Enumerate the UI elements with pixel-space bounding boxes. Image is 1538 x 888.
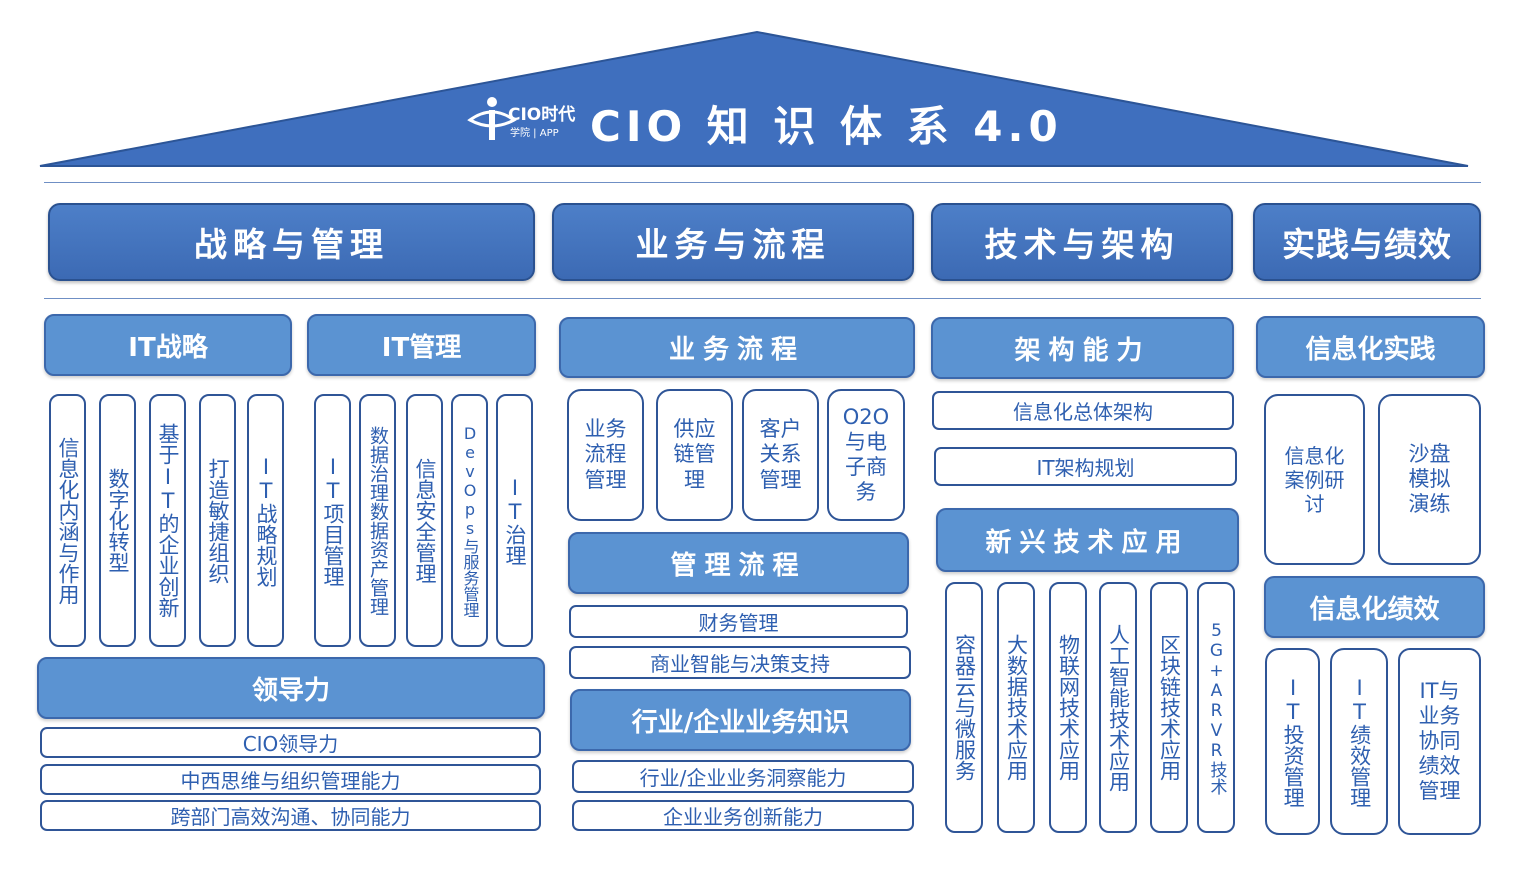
item-process-1: 业务流程管理 bbox=[567, 389, 644, 521]
logo-text: CIO时代 bbox=[508, 105, 576, 125]
item-process-3: 客户关系管理 bbox=[742, 389, 819, 521]
item-industry-1: 行业/企业业务洞察能力 bbox=[572, 760, 914, 793]
item-it-strategy-5: IT战略规划 bbox=[247, 394, 284, 647]
item-practice-2: 沙盘模拟演练 bbox=[1378, 394, 1481, 565]
category-practice: 实践与绩效 bbox=[1253, 203, 1481, 281]
sub-performance: 信息化绩效 bbox=[1264, 576, 1485, 638]
item-it-strategy-3: 基于IT的企业创新 bbox=[149, 394, 186, 647]
item-emerging-6: 5G+ARVR技术 bbox=[1197, 582, 1235, 833]
category-strategy: 战略与管理 bbox=[48, 203, 535, 281]
item-it-management-4: DevOps与服务管理 bbox=[451, 394, 488, 647]
item-it-strategy-2: 数字化转型 bbox=[99, 394, 136, 647]
item-performance-1: IT投资管理 bbox=[1265, 648, 1320, 835]
sub-it-management: IT管理 bbox=[307, 314, 536, 376]
sub-leadership: 领导力 bbox=[37, 657, 545, 719]
item-it-strategy-1: 信息化内涵与作用 bbox=[49, 394, 86, 647]
item-architecture-2: IT架构规划 bbox=[934, 447, 1237, 486]
page-title: CIO 知 识 体 系 4.0 bbox=[590, 102, 1063, 151]
item-emerging-1: 容器云与微服务 bbox=[945, 582, 983, 833]
item-it-strategy-4: 打造敏捷组织 bbox=[199, 394, 236, 647]
item-it-management-2: 数据治理数据资产管理 bbox=[359, 394, 396, 647]
item-emerging-2: 大数据技术应用 bbox=[997, 582, 1035, 833]
logo-icon bbox=[467, 97, 517, 140]
sub-architecture: 架构能力 bbox=[931, 317, 1234, 379]
sub-industry-knowledge: 行业/企业业务知识 bbox=[570, 689, 911, 751]
item-mgmt-process-1: 财务管理 bbox=[569, 605, 908, 638]
item-emerging-4: 人工智能技术应用 bbox=[1099, 582, 1137, 833]
item-architecture-1: 信息化总体架构 bbox=[932, 391, 1234, 430]
divider-top bbox=[44, 182, 1481, 183]
category-tech: 技术与架构 bbox=[931, 203, 1233, 281]
item-process-4: O2O与电子商务 bbox=[827, 389, 905, 521]
category-business: 业务与流程 bbox=[552, 203, 914, 281]
sub-business-process: 业务流程 bbox=[559, 317, 915, 378]
item-practice-1: 信息化案例研讨 bbox=[1264, 394, 1365, 565]
item-leadership-2: 中西思维与组织管理能力 bbox=[40, 764, 541, 795]
item-emerging-3: 物联网技术应用 bbox=[1049, 582, 1087, 833]
item-process-2: 供应链管理 bbox=[656, 389, 733, 521]
logo-subtext: 学院 | APP bbox=[510, 128, 559, 139]
item-industry-2: 企业业务创新能力 bbox=[572, 800, 914, 831]
item-leadership-3: 跨部门高效沟通、协同能力 bbox=[40, 800, 541, 831]
divider-mid bbox=[44, 298, 1481, 299]
item-performance-3: IT与业务协同绩效管理 bbox=[1398, 648, 1481, 835]
item-emerging-5: 区块链技术应用 bbox=[1150, 582, 1188, 833]
sub-emerging-tech: 新兴技术应用 bbox=[936, 508, 1239, 572]
item-it-management-3: 信息安全管理 bbox=[406, 394, 443, 647]
sub-management-process: 管理流程 bbox=[568, 532, 909, 594]
sub-it-practice: 信息化实践 bbox=[1256, 316, 1485, 378]
item-it-management-5: IT治理 bbox=[496, 394, 533, 647]
item-it-management-1: IT项目管理 bbox=[314, 394, 351, 647]
sub-it-strategy: IT战略 bbox=[44, 314, 292, 376]
item-performance-2: IT绩效管理 bbox=[1330, 648, 1388, 835]
roof-banner bbox=[39, 30, 1469, 167]
item-leadership-1: CIO领导力 bbox=[40, 727, 541, 758]
item-mgmt-process-2: 商业智能与决策支持 bbox=[569, 646, 911, 679]
